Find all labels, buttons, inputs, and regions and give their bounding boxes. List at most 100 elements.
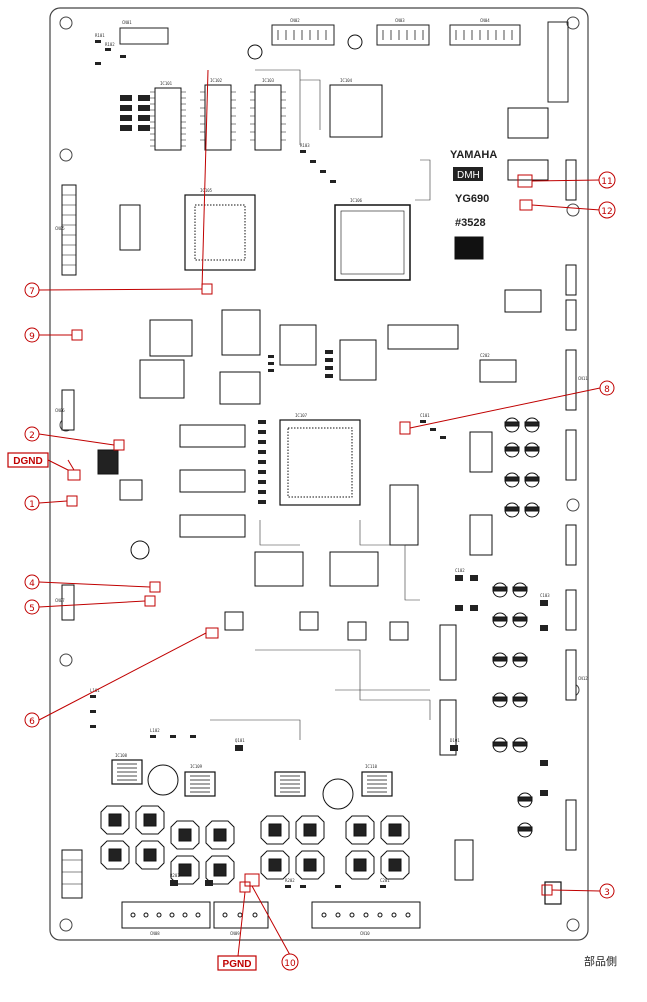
ic-chip: [119, 204, 141, 251]
header-connector: [449, 24, 521, 46]
silk-label: CN01: [122, 20, 132, 25]
bga-processor: [184, 194, 256, 271]
qfn-chip: [224, 611, 244, 631]
callout-11: 11: [598, 171, 616, 189]
power-inductor: [345, 815, 375, 845]
power-inductor: [135, 840, 165, 870]
ic-chip: [204, 84, 232, 151]
edge-connector: [61, 389, 75, 431]
mounting-hole: [566, 16, 580, 30]
callout-2: 2: [24, 426, 40, 442]
callout-5: 5: [24, 599, 40, 615]
mounting-hole: [59, 148, 73, 162]
silk-label: C101: [420, 413, 430, 418]
svg-text:1: 1: [29, 500, 35, 510]
qfn-chip: [299, 611, 319, 631]
voltage-regulator: [507, 107, 549, 139]
qfp-processor: [334, 204, 411, 281]
power-inductor: [380, 815, 410, 845]
svg-text:8: 8: [604, 385, 610, 395]
small-chips: [224, 611, 474, 881]
callout-4: 4: [24, 574, 40, 590]
silk-label: L102: [150, 728, 160, 733]
silk-label: C201: [380, 878, 390, 883]
transistor: [504, 502, 520, 518]
transistor: [524, 442, 540, 458]
qfp-body: [340, 210, 405, 275]
mounting-hole: [566, 203, 580, 217]
silk-label: IC109: [190, 764, 203, 769]
ic-chip: [149, 319, 193, 357]
silk-label: CN05: [55, 226, 65, 231]
power-inductor: [205, 820, 235, 850]
silk-label: CN08: [150, 931, 160, 936]
svg-text:7: 7: [29, 287, 35, 297]
transistor: [504, 472, 520, 488]
dgnd-label: DGND: [7, 452, 49, 468]
ic-chip: [179, 469, 246, 493]
transistor: [492, 692, 508, 708]
silk-label: R103: [300, 143, 310, 148]
transistor: [512, 612, 528, 628]
electrolytic-capacitor: [130, 540, 150, 560]
edge-connector: [565, 429, 577, 481]
transistor: [492, 652, 508, 668]
silk-label: CN12: [578, 676, 588, 681]
voltage-regulator: [507, 159, 549, 181]
transistor: [512, 582, 528, 598]
silk-label: Q101: [235, 738, 245, 743]
svg-text:11: 11: [601, 177, 612, 187]
ic-chip: [339, 339, 377, 381]
pgnd-label: PGND: [217, 955, 257, 971]
electrolytic-capacitor: [347, 34, 363, 50]
power-inductor: [295, 850, 325, 880]
ic-chip: [387, 324, 459, 350]
silk-label: C103: [540, 593, 550, 598]
callout-12: 12: [598, 201, 616, 219]
silk-label: R202: [285, 878, 295, 883]
ic-chip: [454, 839, 474, 881]
silk-label: D101: [450, 738, 460, 743]
silk-label: IC110: [365, 764, 378, 769]
capacitors: [130, 34, 533, 810]
transistor: [492, 612, 508, 628]
transistor: [504, 442, 520, 458]
left-connectors: [61, 184, 83, 899]
edge-connector: [565, 264, 577, 296]
transistor: [512, 737, 528, 753]
electrolytic-capacitor: [322, 778, 354, 810]
ic-chip: [219, 371, 261, 405]
callout-leader-7-ext: [201, 69, 209, 290]
svg-text:DGND: DGND: [13, 456, 42, 467]
power-inductor: [100, 805, 130, 835]
pcb-name-badge: [453, 167, 483, 181]
transistor: [524, 502, 540, 518]
traces: [210, 69, 431, 740]
silk-label: CN10: [360, 931, 370, 936]
silk-label: IC108: [115, 753, 128, 758]
regulator-block: [97, 107, 549, 501]
mounting-hole: [59, 918, 73, 932]
svg-text:6: 6: [29, 717, 35, 727]
callout-10: 10: [281, 953, 299, 971]
top-connectors: [119, 21, 569, 103]
silk-label: CN09: [230, 931, 240, 936]
ic-chip: [279, 324, 317, 366]
electrolytic-capacitor: [147, 764, 179, 796]
qfn-chip: [347, 621, 367, 641]
silk-label: CN07: [55, 598, 65, 603]
bga-grid: [287, 427, 353, 498]
silk-label: R101: [95, 33, 105, 38]
silk-label: C202: [480, 353, 490, 358]
transistor: [492, 582, 508, 598]
header-connector: [271, 24, 335, 46]
silk-label: CN06: [55, 408, 65, 413]
edge-connector: [565, 349, 577, 411]
ic-chip: [469, 431, 493, 473]
inductors: [100, 805, 410, 885]
edge-connector: [565, 649, 577, 701]
brand-label: YAMAHA: [450, 149, 497, 161]
ic-chip: [179, 514, 246, 538]
amp-chip: [544, 881, 562, 905]
